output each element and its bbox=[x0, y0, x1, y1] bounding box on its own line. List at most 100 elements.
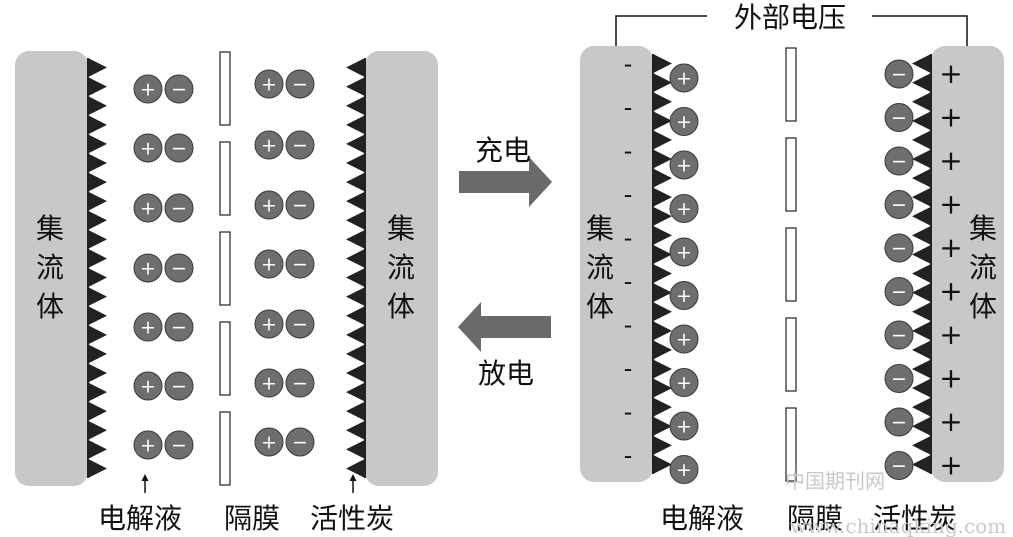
electrode-edge bbox=[364, 58, 366, 478]
cation bbox=[669, 411, 699, 441]
cation bbox=[669, 324, 699, 354]
anion bbox=[884, 277, 914, 306]
right-separator-label: 隔膜 bbox=[787, 502, 843, 535]
electrode-tooth bbox=[88, 153, 107, 173]
electrode-tooth bbox=[653, 168, 672, 188]
electrode-tooth bbox=[653, 206, 672, 226]
electrode-tooth bbox=[88, 134, 107, 154]
anion bbox=[884, 103, 914, 132]
electrode-tooth bbox=[912, 225, 931, 245]
cation-sign: + bbox=[676, 372, 692, 394]
electrode-tooth bbox=[346, 229, 365, 249]
anion-sign: − bbox=[171, 435, 187, 457]
cation bbox=[254, 130, 284, 160]
negative-charge-sign: - bbox=[624, 181, 633, 209]
anion bbox=[884, 320, 914, 350]
cation-sign: + bbox=[261, 74, 277, 96]
cation bbox=[254, 368, 284, 398]
separator-segment bbox=[785, 137, 797, 212]
electrode-tooth bbox=[88, 191, 107, 211]
anion bbox=[884, 451, 914, 480]
anion-sign: − bbox=[891, 194, 907, 216]
separator-segment bbox=[219, 411, 231, 486]
negative-charge-sign: - bbox=[624, 50, 633, 78]
anion-sign: − bbox=[891, 455, 907, 477]
electrode-tooth bbox=[653, 359, 672, 379]
electrode-tooth bbox=[653, 225, 672, 245]
cation bbox=[133, 74, 163, 104]
anion bbox=[285, 368, 315, 398]
electrode-tooth bbox=[346, 191, 365, 211]
electrode-tooth bbox=[346, 325, 365, 345]
electrode-tooth bbox=[912, 435, 931, 455]
anion-sign: − bbox=[891, 281, 907, 303]
separator-segment bbox=[219, 321, 231, 396]
left-separator-label: 隔膜 bbox=[224, 502, 280, 535]
anion-sign: − bbox=[171, 258, 187, 280]
anion bbox=[164, 133, 194, 163]
cation bbox=[669, 281, 699, 310]
negative-collector-label-1: 集 bbox=[586, 212, 614, 245]
electrode-tooth bbox=[912, 54, 931, 74]
electrode-tooth bbox=[88, 439, 107, 459]
left-ion-pairs: +−+−+−+−+−+−+−+−+−+−+−+−+−+− bbox=[133, 69, 315, 460]
electrode-tooth bbox=[88, 344, 107, 364]
electrode-tooth bbox=[346, 77, 365, 97]
cation-sign: + bbox=[676, 285, 692, 307]
cation-sign: + bbox=[676, 459, 692, 481]
anion bbox=[164, 193, 194, 223]
cation-sign: + bbox=[140, 79, 156, 101]
anion bbox=[285, 190, 315, 220]
electrode-tooth bbox=[88, 248, 107, 268]
electrode-tooth bbox=[912, 397, 931, 417]
left-electrolyte-label: 电解液 bbox=[98, 502, 182, 535]
anion-sign: − bbox=[891, 238, 907, 260]
anion-sign: − bbox=[891, 107, 907, 129]
anion-sign: − bbox=[891, 151, 907, 173]
electrode-tooth bbox=[912, 264, 931, 284]
negative-charge-sign: - bbox=[624, 94, 633, 122]
electrode-tooth bbox=[653, 416, 672, 436]
cation-sign: + bbox=[261, 135, 277, 157]
anion bbox=[164, 253, 194, 283]
anion bbox=[285, 249, 315, 279]
electrode-tooth bbox=[653, 244, 672, 264]
separator-segment bbox=[785, 317, 797, 392]
anion-sign: − bbox=[171, 317, 187, 339]
negative-charge-sign: - bbox=[624, 311, 633, 339]
cation bbox=[669, 63, 699, 93]
anion bbox=[884, 364, 914, 393]
electrode-tooth bbox=[346, 401, 365, 421]
negative-charge-sign: - bbox=[624, 268, 633, 296]
electrode-tooth bbox=[912, 340, 931, 360]
cation bbox=[254, 427, 284, 457]
anion-sign: − bbox=[292, 314, 308, 336]
electrode-tooth bbox=[912, 187, 931, 207]
positive-charge-sign: + bbox=[939, 405, 962, 438]
cation bbox=[254, 309, 284, 339]
electrode-tooth bbox=[653, 321, 672, 341]
electrode-tooth bbox=[653, 378, 672, 398]
electrode-tooth bbox=[346, 248, 365, 268]
process-arrows: 充电 放电 bbox=[458, 134, 552, 390]
cation bbox=[133, 371, 163, 401]
cation-sign: + bbox=[140, 138, 156, 160]
electrode-tooth bbox=[88, 363, 107, 383]
electrode-tooth bbox=[653, 54, 672, 74]
left-collector-right bbox=[365, 51, 438, 486]
cation bbox=[669, 107, 699, 136]
electrode-tooth bbox=[653, 92, 672, 112]
positive-charge-sign: + bbox=[939, 275, 962, 308]
cation bbox=[133, 430, 163, 460]
electrode-tooth bbox=[912, 130, 931, 150]
anion bbox=[164, 74, 194, 104]
cation bbox=[254, 249, 284, 279]
cation bbox=[133, 312, 163, 342]
anion-sign: − bbox=[292, 135, 308, 157]
electrode-tooth bbox=[346, 115, 365, 135]
electrode-tooth bbox=[346, 172, 365, 192]
anion-sign: − bbox=[171, 138, 187, 160]
electrode-tooth bbox=[653, 397, 672, 417]
positive-charge-sign: + bbox=[939, 57, 962, 90]
